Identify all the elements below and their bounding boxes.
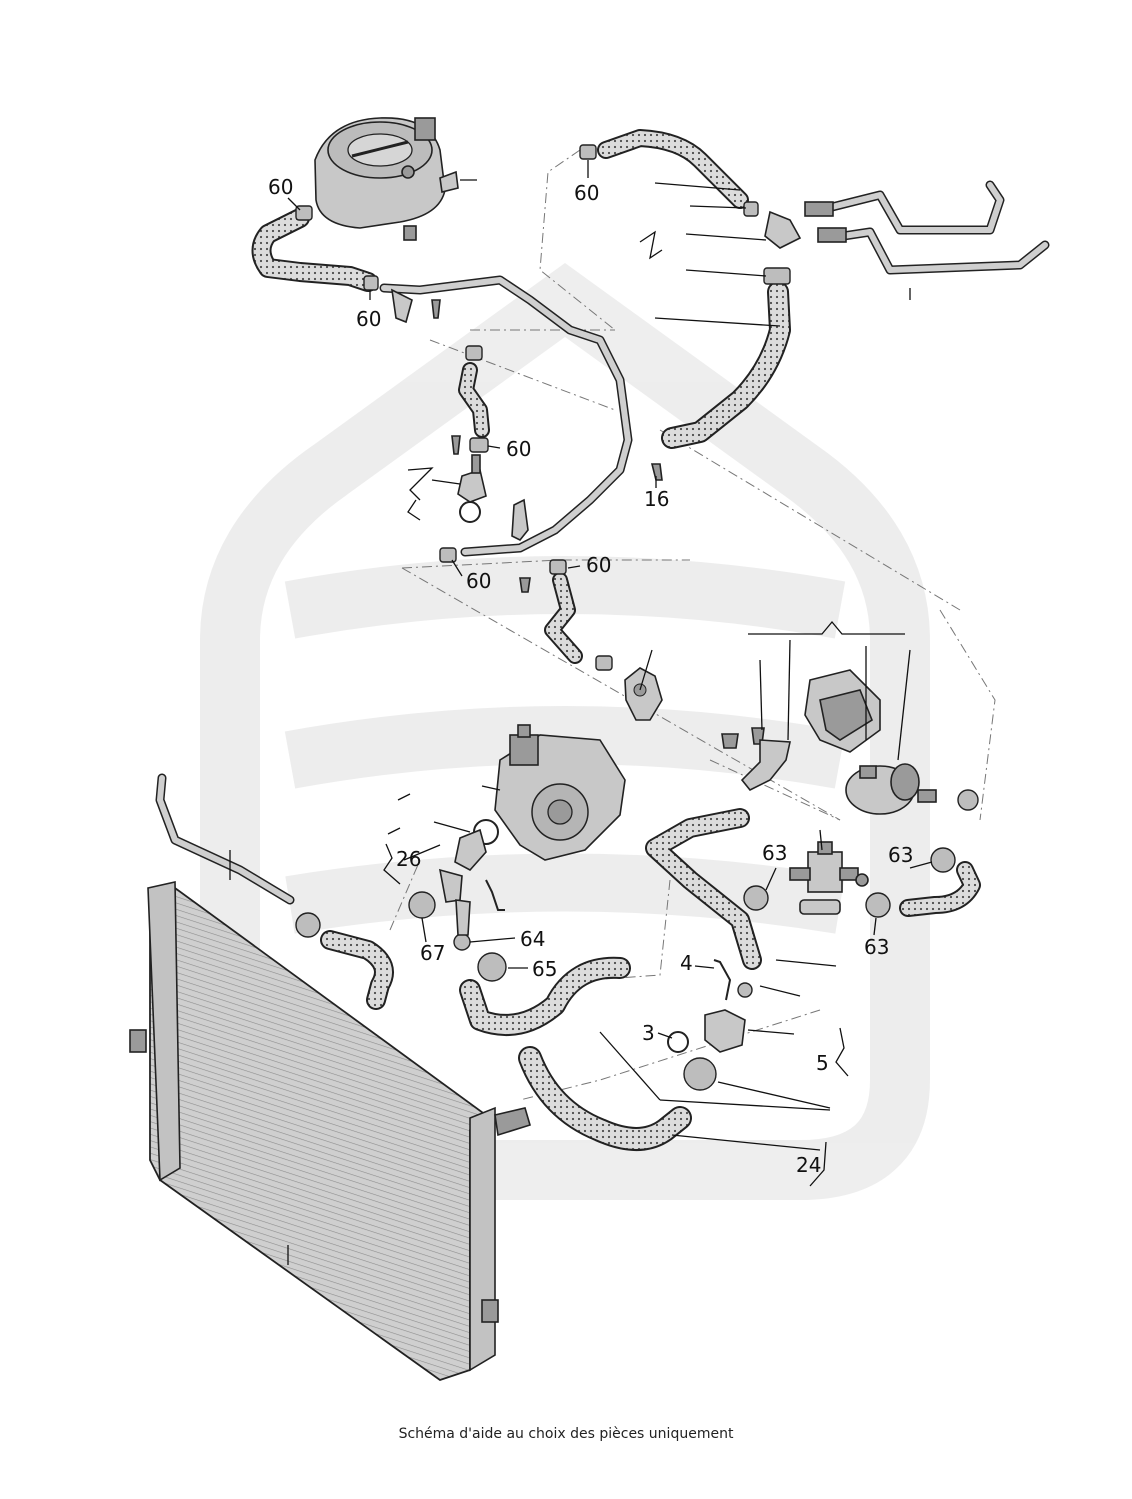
coolant-connector[interactable] [704,959,746,1053]
callout-67: 67 [420,941,445,965]
callout-4: 4 [680,951,693,975]
pump-bracket [740,739,791,792]
hoses [251,129,981,1151]
callouts: 60 60 60 60 60 60 16 26 67 64 65 63 63 6… [268,175,913,1177]
callout-3: 3 [642,1021,655,1045]
callout-60: 60 [574,181,599,205]
callout-16: 16 [644,487,669,511]
leader-lines [229,160,933,1265]
callout-65: 65 [532,957,557,981]
callout-63: 63 [864,935,889,959]
callout-60: 60 [506,437,531,461]
clamps [295,144,979,1091]
callout-5: 5 [816,1051,829,1075]
callout-60: 60 [268,175,293,199]
callout-60: 60 [586,553,611,577]
auxiliary-coolant-pump[interactable] [845,763,937,815]
callout-60: 60 [466,569,491,593]
callout-26: 26 [396,847,421,871]
callout-60: 60 [356,307,381,331]
thermostat-housing[interactable] [438,724,626,936]
callout-63: 63 [888,843,913,867]
callout-63: 63 [762,841,787,865]
callout-24: 24 [796,1153,821,1177]
auxiliary-pump-cover[interactable] [804,669,881,753]
metal-pipes [155,180,1050,905]
coolant-shutoff-valve[interactable] [789,841,869,915]
radiator[interactable] [129,881,531,1381]
pipe-bracket [511,498,529,542]
coolant-temperature-sender[interactable] [457,454,487,503]
callout-64: 64 [520,927,545,951]
expansion-tank[interactable] [314,117,477,241]
diagram-caption: Schéma d'aide au choix des pièces unique… [398,1426,734,1442]
